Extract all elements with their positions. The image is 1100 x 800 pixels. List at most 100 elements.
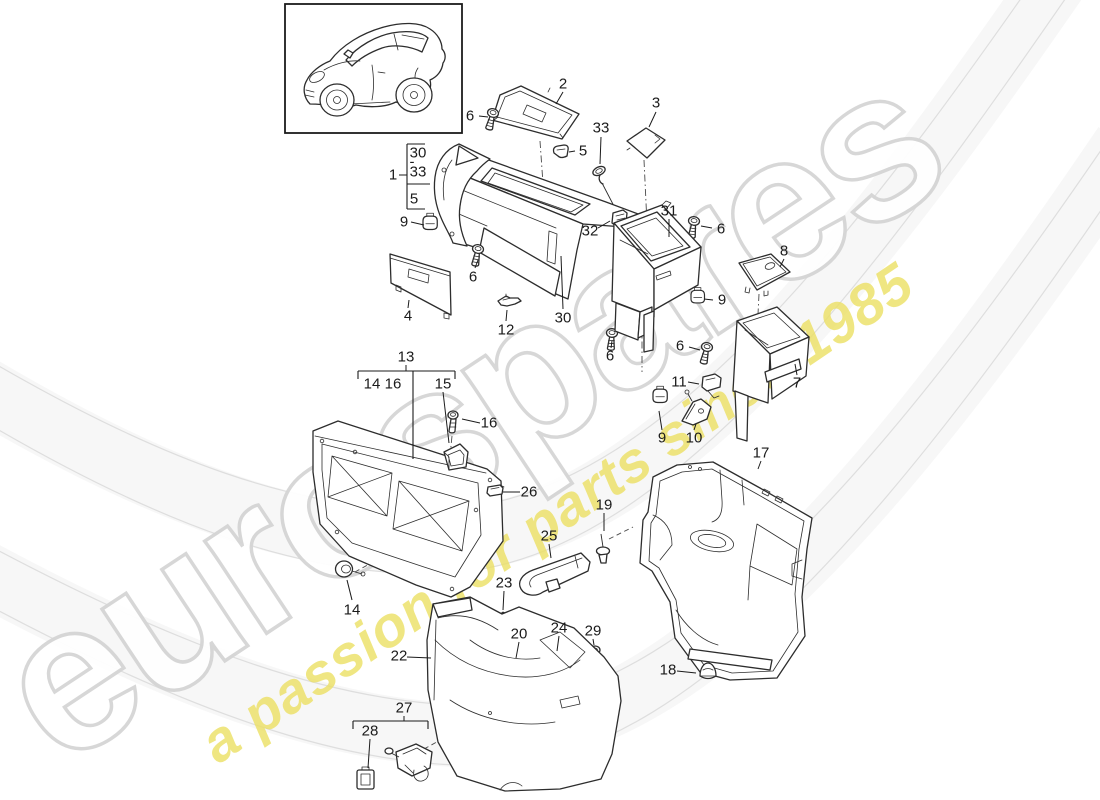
part-label-14: 14 [364,376,381,393]
leader-line-12 [505,309,508,322]
part-label-6: 6 [466,108,474,125]
part-label-12: 12 [498,322,515,339]
part-label-11: 11 [671,374,687,391]
leader-line-33 [599,136,602,165]
part-5-clip [552,144,569,159]
part-label-28: 28 [362,723,379,740]
part-label-32: 32 [582,223,599,240]
part-label-9: 9 [658,430,666,447]
leader-line-22 [406,656,432,659]
leader-line-6 [688,346,701,351]
part-15-bracket [443,443,469,471]
part-label-31: 31 [661,203,678,220]
part-label-6: 6 [676,338,684,355]
part-11-latch [701,373,722,399]
part-label-16: 16 [481,415,498,432]
part-14-knob [334,560,366,578]
leader-line-16 [461,418,481,424]
part-label-6: 6 [717,221,725,238]
part-18-plug [699,662,717,680]
leader-line-6 [700,225,713,229]
part-3-cover-panel [626,127,666,159]
part-label-23: 23 [496,575,513,592]
part-31-storage-box [611,200,702,353]
part-27-latch-assembly [384,743,433,782]
part-label-30: 30 [555,310,572,327]
part-label-4: 4 [404,308,412,325]
part-25-strap [518,552,591,596]
part-label-6: 6 [606,348,614,365]
part-19-pin [595,533,611,564]
leader-line-32 [597,220,611,229]
leader-line-7 [794,363,798,376]
leader-line-28 [367,738,371,769]
part-33-pin [592,165,606,185]
leader-line-15 [442,391,450,444]
part-label-13: 13 [398,349,415,366]
leader-line-20 [515,641,520,659]
leader-line-9 [703,298,714,301]
part-label-9: 9 [718,292,726,309]
part-label-33: 33 [593,120,610,137]
part-label-10: 10 [686,430,703,447]
part-label-5: 5 [410,191,418,208]
part-1-partition [433,143,658,300]
leader-line-6 [474,259,479,269]
leader-line-4 [407,299,410,309]
part-label-24: 24 [551,620,568,637]
part-4-panel [389,253,452,320]
leader-line-18 [676,670,697,674]
part-22-luggage-liner-lower [426,596,622,792]
leader-line-11 [687,381,700,385]
car-illustration [303,22,446,117]
part-label-25: 25 [541,528,558,545]
part-7-cover [732,306,810,442]
part-2-cover-panel [491,85,580,140]
part-label-2: 2 [559,76,567,93]
leader-line-6 [478,115,489,118]
leader-line-30 [560,255,564,310]
leader-lines [346,91,798,769]
leader-line-8 [779,258,785,268]
leader-line-14 [346,579,353,601]
part-label-8: 8 [780,243,788,260]
leader-line-6 [610,340,613,349]
part-label-27: 27 [396,700,413,717]
part-label-15: 15 [435,376,452,393]
part-26-clip [486,484,505,497]
part-label-30: 30 [410,145,427,162]
leader-line-9 [410,221,425,226]
leader-line-24 [556,635,560,652]
leader-line-3 [648,111,657,128]
part-label-6: 6 [469,269,477,286]
part-12-clip [497,293,522,307]
part-label-33: 33 [410,164,427,181]
part-label-19: 19 [596,497,613,514]
part-label-5: 5 [579,143,587,160]
part-label-22: 22 [391,648,408,665]
leader-line-17 [757,460,762,470]
part-label-18: 18 [660,662,677,679]
part-label-17: 17 [753,445,770,462]
leader-line-2 [555,91,564,105]
leader-line-10 [693,423,697,431]
leader-line-9 [658,410,663,431]
part-label-16: 16 [385,376,402,393]
part-label-9: 9 [400,214,408,231]
leader-line-23 [502,590,505,611]
leader-line-25 [548,543,552,559]
part-label-20: 20 [511,626,528,643]
part-8-lid [738,253,791,297]
part-label-3: 3 [652,95,660,112]
part-17-luggage-liner [639,461,813,681]
leader-line-29 [592,638,595,646]
part-label-7: 7 [793,375,801,392]
part-label--: - [410,154,415,171]
part-10-bracket [681,389,712,426]
part-label-26: 26 [521,484,538,501]
part-9-clip [422,212,438,231]
part-16-screw [447,410,459,434]
part-label-29: 29 [585,623,602,640]
